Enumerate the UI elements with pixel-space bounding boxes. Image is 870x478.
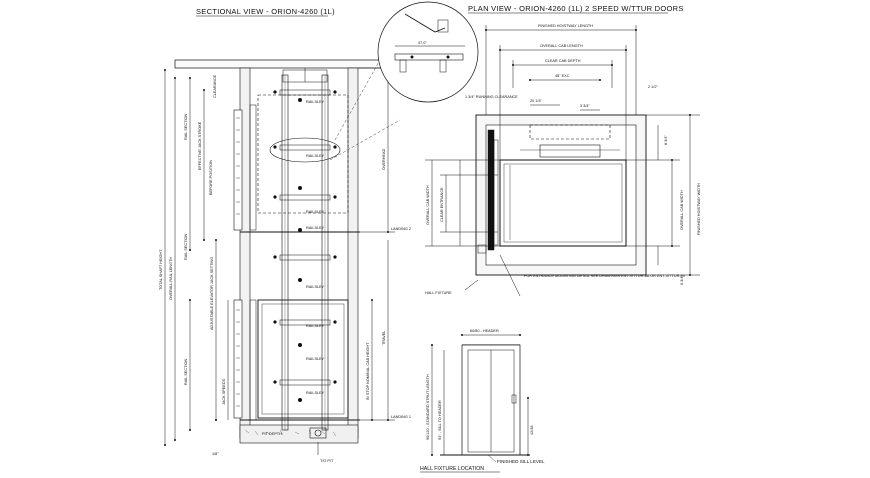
nominal-cab-height-label: IN STOP NOMINAL CAB HEIGHT [366,342,370,400]
center-dim-label: 3 3/4" [580,104,590,108]
pit-label: T/O PIT [320,459,334,463]
railsley-label: RAILSLEY [306,357,325,361]
clear-entrance-label: CLEAR ENTRANCE [440,187,444,222]
center-dim-label: 20 1/4" [530,99,543,103]
railsley-label: RAILSLEY [306,285,325,289]
hall-fixture-label: HALL FIXTURE [425,291,452,295]
rail-section-label: RAIL SECTION [184,234,188,260]
center-exc-label: 48" EXC [555,74,570,78]
landing-2-label: LANDING 2 [391,227,411,231]
railsley-label: RAILSLEY [306,391,325,395]
sill-to-header-label: 94" - SILL TO HEADER [438,400,442,440]
plan-view-title: PLAN VIEW - ORION-4260 (1L) 2 SPEED W/TT… [468,4,684,13]
sectional-view: T/O PIT 1/8" PIT DEPTH RAILSLEY RAILSLEY… [159,59,411,463]
railsley-label: RAILSLEY [306,210,325,214]
sectional-view-title: SECTIONAL VIEW - ORION-4260 (1L) [196,7,335,16]
effective-jack-stroke-label: EFFECTIVE JACK STROKE [198,121,202,170]
strut-length-label: 90/120 - STANDARD STRUT LENGTH [426,374,430,440]
header-dim-label: 60/80 - HEADER [470,329,499,333]
side-dim-label: 2 1/2" [648,85,658,89]
overhead-label: OVERHEAD [382,148,386,170]
railsley-label: RAILSLEY [306,324,325,328]
total-shaft-height-label: TOTAL SHAFT HEIGHT [159,249,163,290]
finished-sill-label: FINISHED SILL LEVEL [497,459,545,464]
clear-cab-depth-label: CLEAR CAB DEPTH [545,59,581,63]
railsley-label: RAILSLEY [306,226,325,230]
travel-label: TRAVEL [382,331,386,346]
plan-view: HALL FIXTURE FOR ENTRANCE MOUNTING DETAI… [425,24,701,297]
detail-dim-label: 47.0" [418,41,427,45]
pit-depth-label: PIT DEPTH [262,432,282,436]
running-clearance-label: 1 3/4" RUNNING CLEARANCE [465,95,518,99]
railsley-label: RAILSLEY [306,154,325,158]
finished-hoistway-width-label: FINISHED HOISTWAY WIDTH [697,183,701,235]
hall-fixture-location-title: HALL FIXTURE LOCATION [420,466,484,472]
adjustable-jack-setting-label: ADJUSTABLE ELEVATOR JACK SETTING [210,257,214,330]
bottom-dim: 1/8" [212,452,219,456]
hall-fixture-location-view: 60/80 - HEADER 90/120 - STANDARD STRUT L… [426,329,545,464]
clearance-label: CLEARANCE [213,74,217,98]
rail-bracket-detail: 47.0" [377,1,479,103]
entrance-note: FOR ENTRANCE MOUNTING DETAIL SEE DRAWING… [524,274,686,278]
fixture-height-label: 42/48 [530,425,534,435]
overall-cab-width-left-label: OVERALL CAB WIDTH [426,185,430,225]
overall-cab-length-label: OVERALL CAB LENGTH [540,44,583,48]
side-dim-label: 8 3/4" [664,135,668,145]
railsley-label: RAILSLEY [306,100,325,104]
jack-speeds-label: JACK SPEEDS [222,378,226,405]
rail-section-label: RAIL SECTION [184,114,188,140]
before-position-label: BEFORE POSITION [209,160,213,195]
finished-hoistway-length-label: FINISHED HOISTWAY LENGTH [538,24,593,28]
rail-section-label: RAIL SECTION [184,359,188,385]
overall-cab-width-right-label: OVERALL CAB WIDTH [680,190,684,230]
landing-1-label: LANDING 1 [391,415,411,419]
overall-rail-length-label: OVERALL RAIL LENGTH [169,257,173,300]
side-dim-label: 6 3/4" [680,275,684,285]
